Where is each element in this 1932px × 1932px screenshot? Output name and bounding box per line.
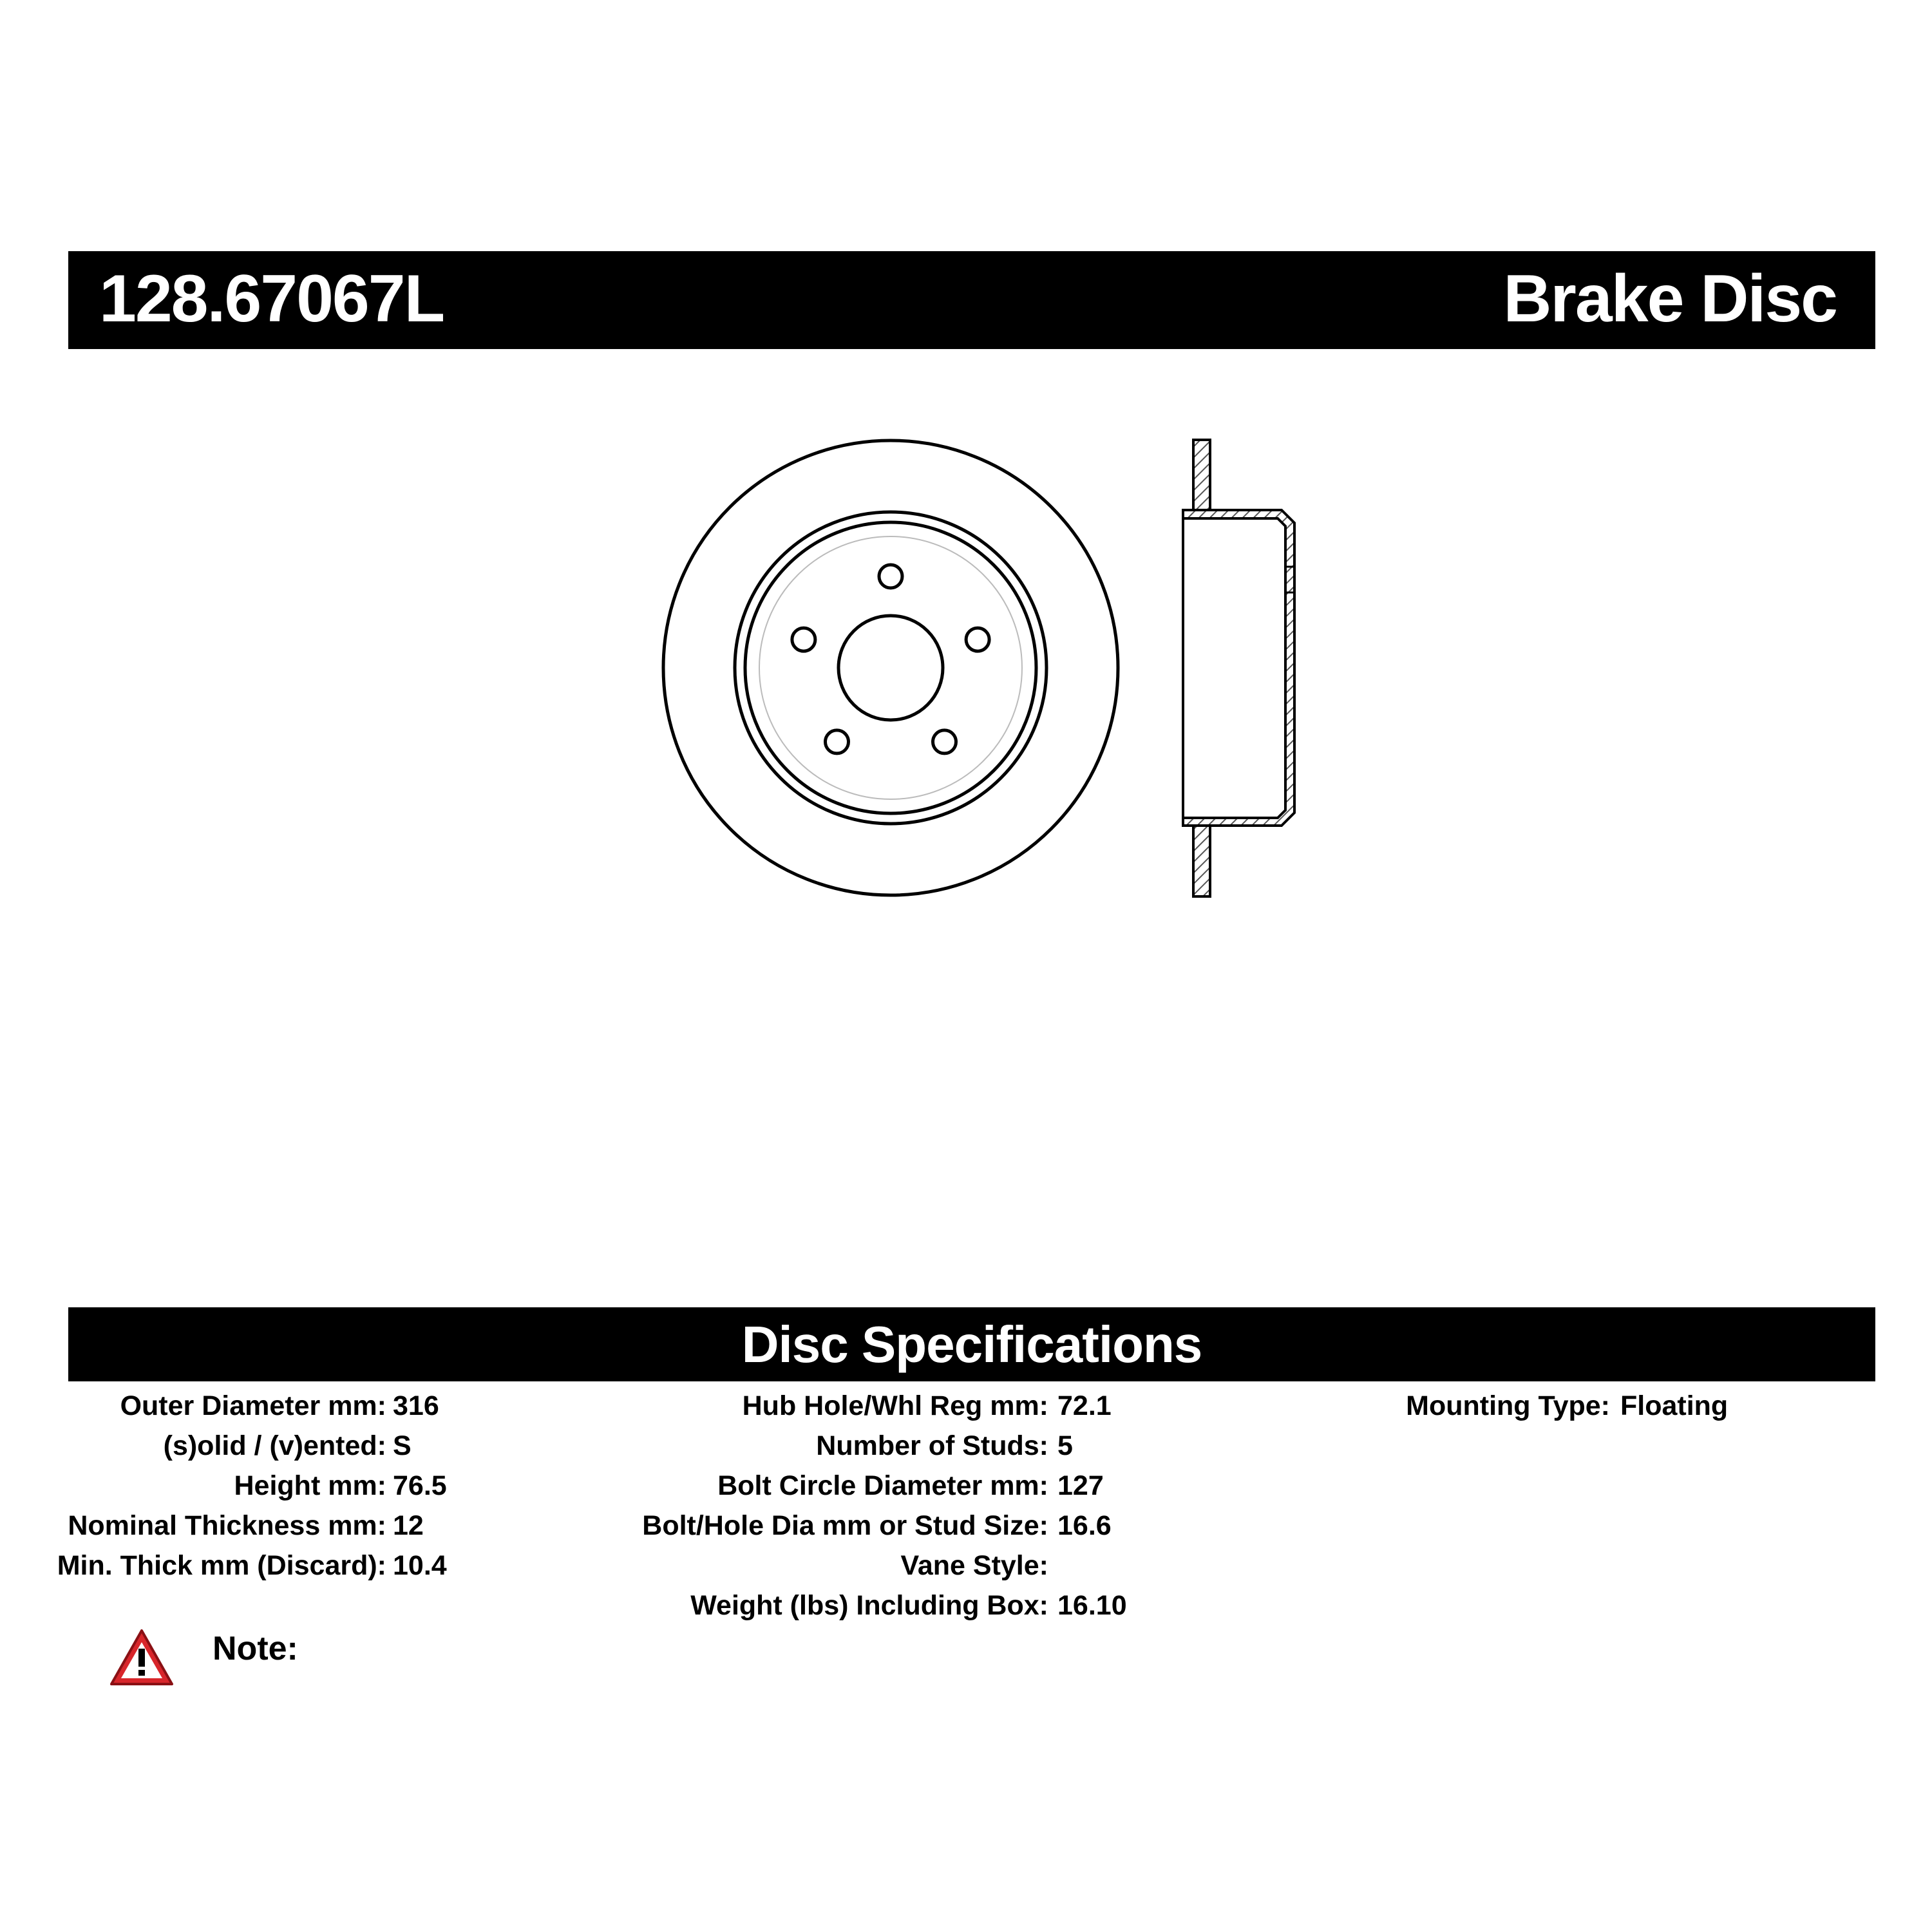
note-label: Note: (213, 1630, 298, 1667)
spec-column-3: Mounting Type: Floating (0, 1386, 1739, 1426)
spec-value: 76.5 (393, 1470, 447, 1501)
spec-label: Height mm: (234, 1470, 387, 1501)
spec-value: 5 (1057, 1430, 1073, 1461)
part-number: 128.67067L (99, 261, 445, 336)
spec-value: 127 (1057, 1470, 1104, 1501)
spec-row: Min. Thick mm (Discard):10.4 (0, 1546, 644, 1586)
spec-label: Bolt Circle Diameter mm: (717, 1470, 1048, 1501)
spec-label: Weight (lbs) Including Box: (690, 1590, 1048, 1621)
spec-label: Outer Diameter mm: (120, 1390, 386, 1421)
spec-value: 10.4 (393, 1550, 447, 1581)
hat-section-top (1182, 509, 1296, 827)
spec-value: 16.10 (1057, 1590, 1127, 1621)
spec-column-1: Outer Diameter mm:316(s)olid / (v)ented:… (0, 1386, 644, 1586)
stud-hole (877, 563, 904, 590)
stud-hole (931, 728, 958, 755)
spec-value: S (393, 1430, 412, 1461)
part-type-title: Brake Disc (1503, 261, 1838, 336)
spec-label: Vane Style: (900, 1550, 1048, 1581)
spec-row: Outer Diameter mm:316 (0, 1386, 644, 1426)
rotor-section-upper (1192, 439, 1211, 511)
hat-inner-circle (743, 520, 1038, 815)
spec-value: 16.6 (1057, 1510, 1112, 1541)
spec-row: Bolt Circle Diameter mm: 127 (0, 1466, 1159, 1506)
spec-value: 316 (393, 1390, 439, 1421)
spec-row: Vane Style: (0, 1546, 1159, 1586)
header-bar: 128.67067L Brake Disc (68, 251, 1875, 349)
spec-row: (s)olid / (v)ented:S (0, 1426, 644, 1466)
spec-value: Floating (1620, 1390, 1728, 1421)
spec-label: Bolt/Hole Dia mm or Stud Size: (642, 1510, 1048, 1541)
spec-row: Bolt/Hole Dia mm or Stud Size: 16.6 (0, 1506, 1159, 1546)
stud-hole (964, 626, 991, 653)
spec-label: Mounting Type: (1406, 1390, 1610, 1421)
spec-row: Hub Hole/Whl Reg mm: 72.1 (0, 1386, 1159, 1426)
hat-face-circle (759, 536, 1023, 800)
spec-label: (s)olid / (v)ented: (163, 1430, 386, 1461)
center-hub-hole (837, 614, 945, 722)
stud-hole (790, 626, 817, 653)
disc-side-section-view (1182, 439, 1296, 898)
spec-label: Hub Hole/Whl Reg mm: (742, 1390, 1048, 1421)
spec-value: 72.1 (1057, 1390, 1112, 1421)
stud-hole (824, 728, 850, 755)
hat-outer-circle (733, 510, 1048, 826)
spec-row: Height mm:76.5 (0, 1466, 644, 1506)
spec-label: Min. Thick mm (Discard): (57, 1550, 386, 1581)
spec-row: Weight (lbs) Including Box: 16.10 (0, 1586, 1159, 1625)
spec-label: Nominal Thickness mm: (68, 1510, 386, 1541)
specifications-bar: Disc Specifications (68, 1307, 1875, 1381)
spec-value: 12 (393, 1510, 424, 1541)
spec-row: Number of Studs: 5 (0, 1426, 1159, 1466)
disc-front-view (661, 439, 1120, 897)
spec-row: Nominal Thickness mm:12 (0, 1506, 644, 1546)
spec-label: Number of Studs: (816, 1430, 1048, 1461)
outer-rim-circle (661, 439, 1120, 897)
specifications-title: Disc Specifications (741, 1316, 1203, 1373)
stud-holes (790, 563, 991, 755)
rotor-section-lower (1192, 824, 1211, 898)
spec-row: Mounting Type: Floating (0, 1386, 1739, 1426)
warning-triangle-icon (110, 1629, 173, 1685)
